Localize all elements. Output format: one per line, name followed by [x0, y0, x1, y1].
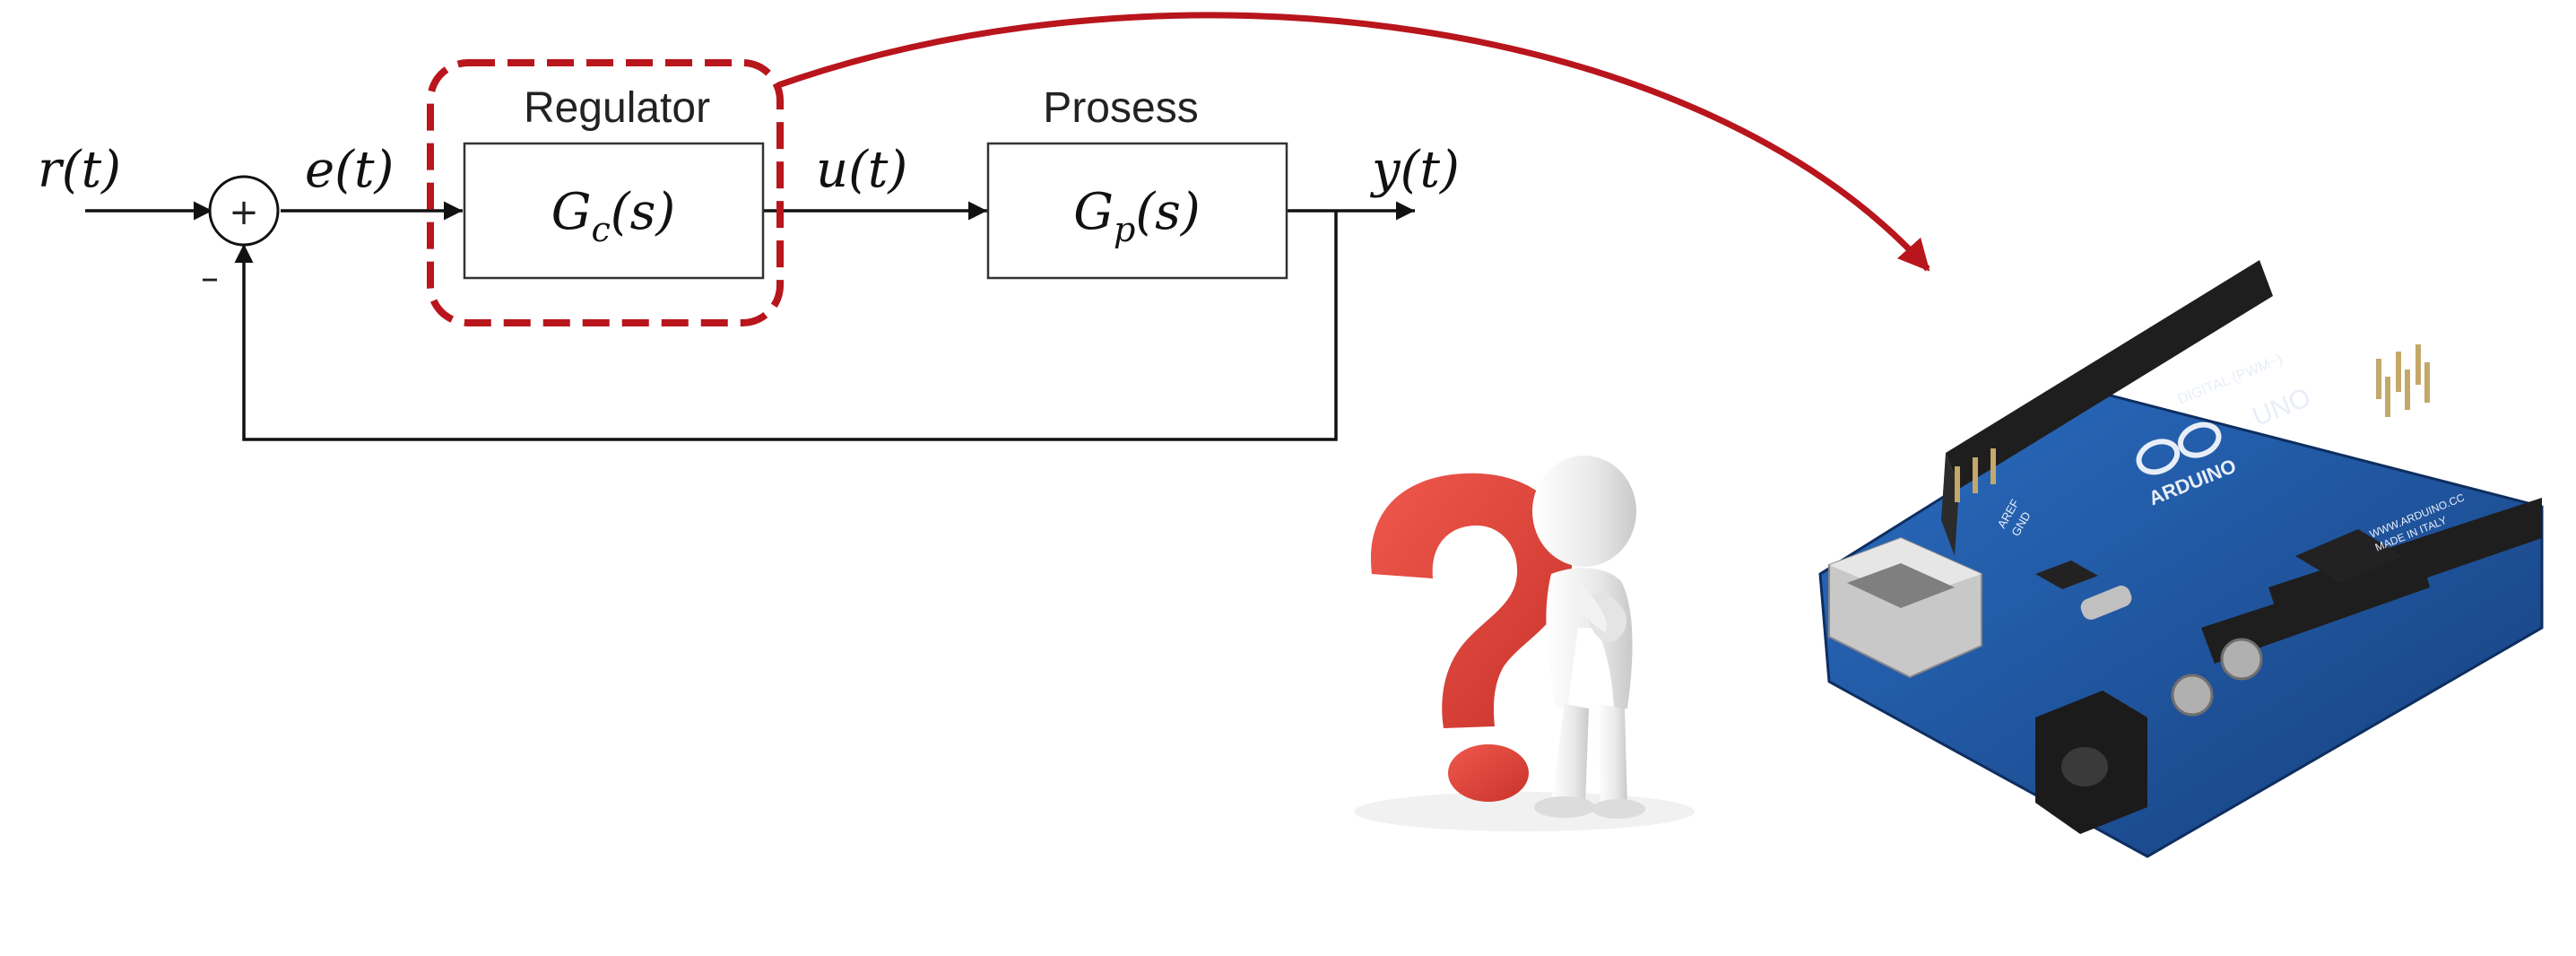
- question-mark-icon: [1370, 473, 1573, 802]
- arduino-uno-board-icon: ARDUINO UNO DIGITAL (PWM~) WWW.ARDUINO.C…: [1818, 260, 2544, 858]
- controller-block: Regulator Gc(s): [427, 59, 784, 326]
- implementation-arrow: [776, 12, 1930, 272]
- control-label: u(t): [816, 141, 907, 199]
- controller-transfer-function: Gc(s): [551, 183, 675, 249]
- output-label: y(t): [1369, 141, 1460, 199]
- controller-title: Regulator: [524, 84, 710, 132]
- plus-sign: +: [229, 192, 259, 233]
- error-label: e(t): [305, 141, 394, 199]
- thinking-figure-illustration: [1354, 456, 1695, 831]
- process-title: Prosess: [1043, 84, 1198, 132]
- summing-junction: + –: [201, 175, 280, 299]
- process-transfer-function: Gp(s): [1073, 183, 1201, 249]
- process-block: Prosess Gp(s): [986, 84, 1288, 280]
- controller-highlight: [427, 59, 784, 326]
- signal-wires: [85, 201, 1415, 441]
- reference-label: r(t): [38, 141, 121, 199]
- minus-sign: –: [201, 257, 219, 299]
- feedback-wire: [234, 211, 1338, 441]
- thinking-person-icon: [1532, 456, 1645, 819]
- board-model: UNO: [2248, 382, 2314, 432]
